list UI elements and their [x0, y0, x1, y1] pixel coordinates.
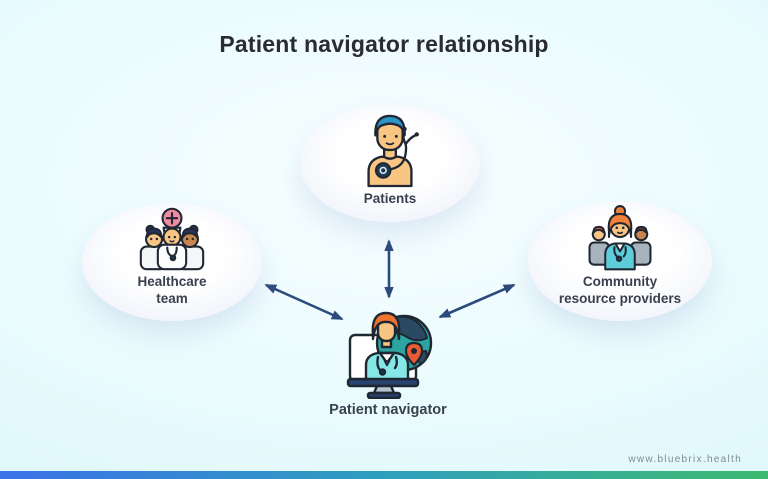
label-line: Community: [582, 274, 658, 289]
node-community-resource-providers: Community resource providers: [528, 201, 712, 321]
node-healthcare-team: Healthcare team: [82, 203, 262, 321]
node-patients-label: Patients: [363, 191, 417, 206]
label-line: team: [156, 291, 188, 306]
patient-with-stethoscope-icon: [353, 110, 427, 188]
footer-gradient-bar: [0, 471, 768, 479]
navigator-monitor-globe-icon: [340, 309, 436, 400]
website-url: www.bluebrix.health: [628, 454, 742, 465]
medical-team-icon: [138, 207, 206, 271]
node-patient-navigator-label: Patient navigator: [329, 402, 447, 418]
label-line: Healthcare: [137, 274, 207, 289]
node-patient-navigator: Patient navigator: [308, 309, 468, 418]
page-title: Patient navigator relationship: [219, 31, 549, 57]
node-patients: Patients: [300, 104, 480, 222]
node-healthcare-team-label: Healthcare team: [137, 273, 206, 307]
care-provider-group-icon: [584, 203, 656, 271]
label-line: resource providers: [558, 291, 682, 306]
node-community-resource-providers-label: Community resource providers: [559, 273, 681, 307]
